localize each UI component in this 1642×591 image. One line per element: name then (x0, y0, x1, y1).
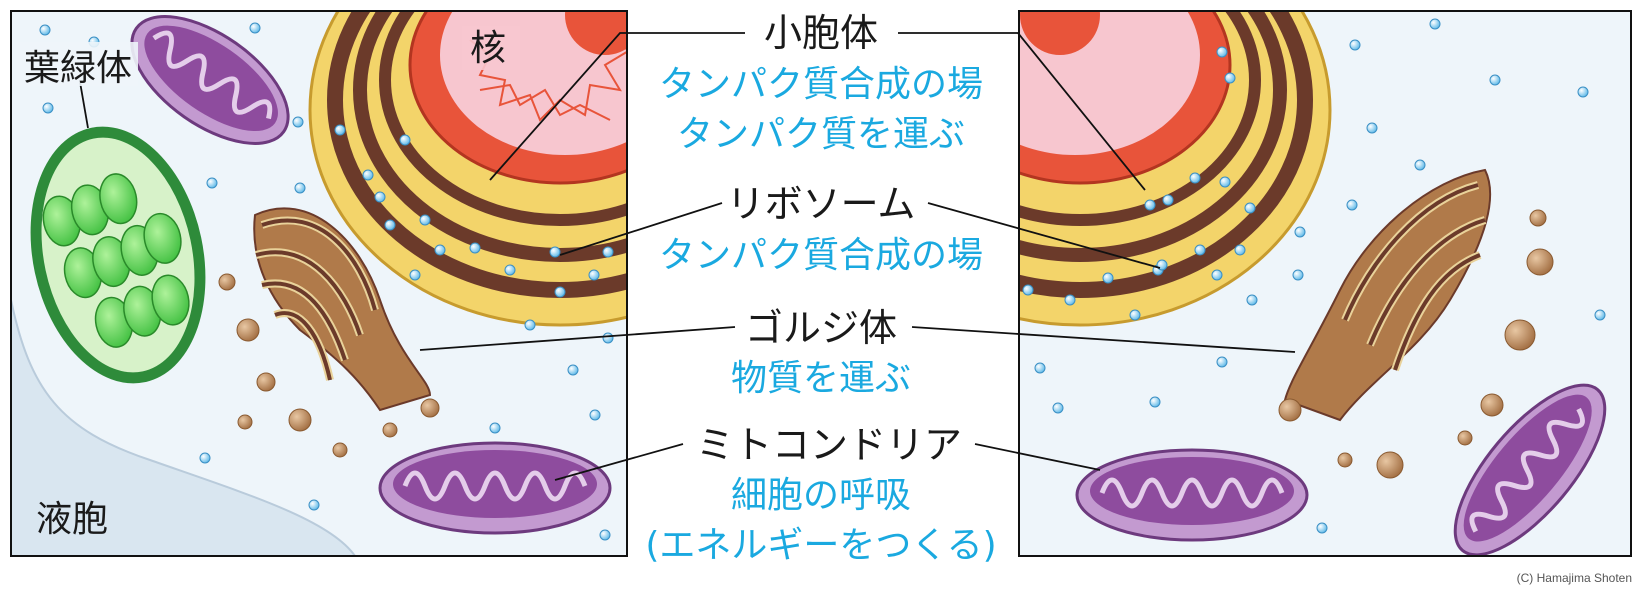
right-panel (1019, 11, 1631, 556)
leader-mito-right (974, 443, 1101, 471)
golgi-left (253, 207, 432, 412)
leader-lines (79, 32, 1296, 481)
leader-golgi-left (419, 326, 736, 351)
chloroplast (30, 126, 206, 384)
label-mito-desc1: 細胞の呼吸 (731, 475, 911, 516)
leader-chloroplast (79, 81, 89, 129)
label-er-desc1: タンパク質合成の場 (659, 64, 983, 105)
vacuole-region (11, 299, 357, 556)
leader-er-left (489, 32, 745, 181)
label-vacuole: 液胞 (36, 499, 108, 540)
center-labels: 小胞体 タンパク質合成の場 タンパク質を運ぶ リボソーム タンパク質合成の場 ゴ… (645, 11, 996, 566)
panel-labels: 葉緑体 核 液胞 (16, 26, 520, 540)
label-ribosome-desc1: タンパク質合成の場 (659, 235, 983, 276)
copyright-credit: (C) Hamajima Shoten (1516, 571, 1632, 585)
vesicles-right (1278, 209, 1554, 479)
label-nucleus: 核 (470, 28, 506, 69)
nucleus-er-complex-right (1019, 11, 1332, 327)
ribosomes-left (39, 22, 614, 541)
leader-ribosome-left (559, 202, 723, 256)
label-ribosome-name: リボソーム (727, 182, 916, 226)
nucleus-er-complex-left (308, 11, 627, 327)
mitochondrion-bottom-right (1075, 448, 1309, 542)
mitochondrion-right-edge (1453, 383, 1607, 556)
left-panel (11, 11, 627, 556)
left-panel-frame (10, 10, 628, 557)
label-chloroplast: 葉緑体 (24, 48, 132, 89)
right-panel-frame (1018, 10, 1632, 557)
label-golgi-desc1: 物質を運ぶ (731, 358, 911, 399)
label-golgi-name: ゴルジ体 (745, 306, 897, 350)
leader-mito-left (554, 443, 684, 481)
mitochondrion-bottom-left (378, 441, 612, 535)
leader-golgi-right (911, 326, 1296, 353)
label-mito-name: ミトコンドリア (696, 423, 962, 467)
leader-ribosome-right (927, 202, 1161, 269)
mitochondrion-top-left (130, 15, 290, 145)
label-er-desc2: タンパク質を運ぶ (677, 114, 965, 155)
label-mito-desc2: (エネルギーをつくる) (645, 525, 996, 566)
vesicles-left (218, 273, 440, 458)
golgi-right (1283, 168, 1492, 422)
label-er-name: 小胞体 (764, 11, 878, 55)
ribosomes-right (1022, 18, 1606, 534)
leader-er-right (898, 32, 1146, 191)
